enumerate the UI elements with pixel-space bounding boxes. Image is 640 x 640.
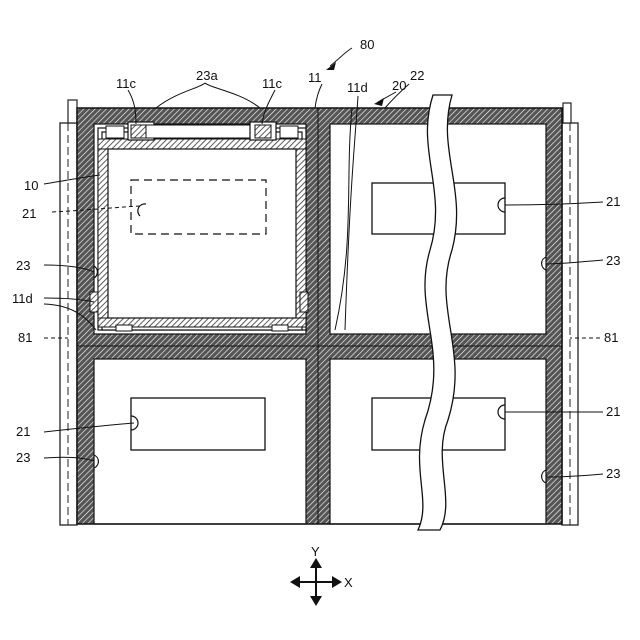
break-lines bbox=[418, 95, 457, 530]
label-81-right: 81 bbox=[604, 330, 618, 345]
label-10: 10 bbox=[24, 178, 38, 193]
label-box-l2 bbox=[131, 398, 265, 450]
axis-y-label: Y bbox=[311, 544, 320, 559]
label-23-l2: 23 bbox=[16, 450, 30, 465]
label-81-left: 81 bbox=[18, 330, 32, 345]
component-10 bbox=[90, 122, 308, 331]
label-22: 22 bbox=[410, 68, 424, 83]
label-23-l1: 23 bbox=[16, 258, 30, 273]
label-21-dashed: 21 bbox=[22, 206, 36, 221]
label-21-l2: 21 bbox=[16, 424, 30, 439]
label-11d-left: 11d bbox=[12, 291, 33, 306]
label-11c-left: 11c bbox=[116, 76, 136, 91]
label-11d-top: 11d bbox=[347, 80, 368, 95]
label-23-r2: 23 bbox=[606, 466, 620, 481]
label-11c-right: 11c bbox=[262, 76, 282, 91]
label-23a: 23a bbox=[196, 68, 218, 83]
label-20: 20 bbox=[392, 78, 406, 93]
right-rail bbox=[562, 103, 578, 525]
label-11: 11 bbox=[308, 70, 322, 85]
left-rail bbox=[60, 100, 77, 525]
arrow-80-head bbox=[326, 62, 336, 70]
axis-indicator bbox=[290, 558, 342, 606]
label-80: 80 bbox=[360, 37, 374, 52]
label-23-r1: 23 bbox=[606, 253, 620, 268]
label-21-r2: 21 bbox=[606, 404, 620, 419]
axis-x-label: X bbox=[344, 575, 353, 590]
label-21-r1: 21 bbox=[606, 194, 620, 209]
arrow-20-head bbox=[374, 98, 384, 106]
